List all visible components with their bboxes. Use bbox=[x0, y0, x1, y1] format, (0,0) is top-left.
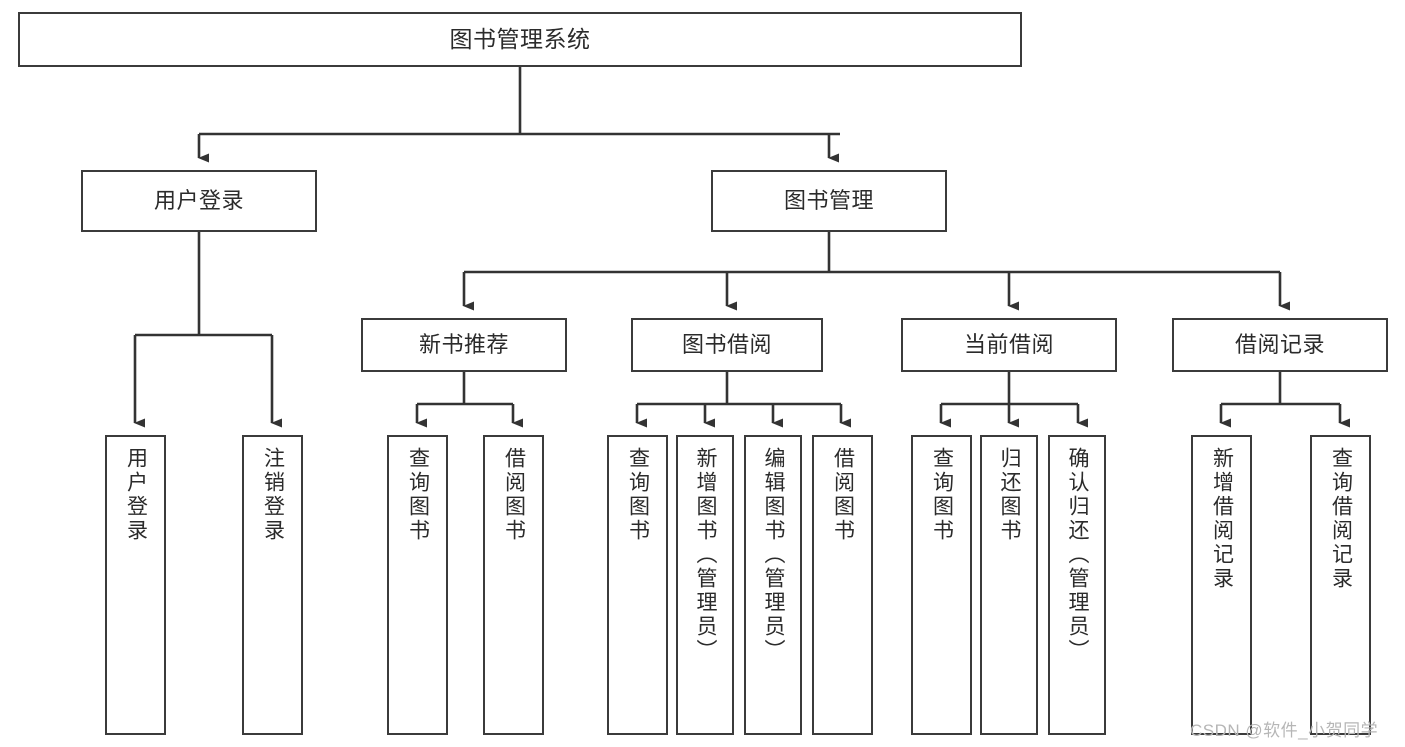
node-current-borrow[interactable]: 当前借阅 bbox=[901, 318, 1117, 372]
node-leaf-confirm-return-admin[interactable]: 确认归还（管理员） bbox=[1048, 435, 1106, 735]
node-label: 注销登录 bbox=[261, 447, 285, 543]
node-label: 当前借阅 bbox=[963, 331, 1054, 357]
node-book-management[interactable]: 图书管理 bbox=[711, 170, 947, 232]
node-label: 图书借阅 bbox=[681, 331, 772, 357]
node-leaf-borrow-book[interactable]: 借阅图书 bbox=[812, 435, 873, 735]
node-new-book-recommend[interactable]: 新书推荐 bbox=[361, 318, 567, 372]
csdn-watermark: CSDN @软件_小贺同学 bbox=[1190, 721, 1379, 740]
node-leaf-edit-book-admin[interactable]: 编辑图书（管理员） bbox=[744, 435, 802, 735]
node-root-book-management-system[interactable]: 图书管理系统 bbox=[18, 12, 1022, 67]
node-leaf-user-login[interactable]: 用户登录 bbox=[105, 435, 166, 735]
node-label: 编辑图书（管理员） bbox=[762, 447, 786, 663]
node-leaf-add-book-admin[interactable]: 新增图书（管理员） bbox=[676, 435, 734, 735]
node-label: 查询图书 bbox=[406, 447, 430, 543]
node-leaf-query-borrow-record[interactable]: 查询借阅记录 bbox=[1310, 435, 1371, 735]
node-book-borrow[interactable]: 图书借阅 bbox=[631, 318, 823, 372]
node-user-login[interactable]: 用户登录 bbox=[81, 170, 317, 232]
node-label: 新增借阅记录 bbox=[1210, 447, 1234, 591]
node-label: 查询图书 bbox=[626, 447, 650, 543]
node-label: 新增图书（管理员） bbox=[694, 447, 718, 663]
node-label: 确认归还（管理员） bbox=[1066, 447, 1090, 663]
node-leaf-query-book-borrow[interactable]: 查询图书 bbox=[607, 435, 668, 735]
node-leaf-query-book-recommend[interactable]: 查询图书 bbox=[387, 435, 448, 735]
node-leaf-return-book[interactable]: 归还图书 bbox=[980, 435, 1038, 735]
node-label: 借阅记录 bbox=[1234, 331, 1325, 357]
node-label: 图书管理系统 bbox=[449, 25, 591, 52]
node-label: 借阅图书 bbox=[831, 447, 855, 543]
node-label: 用户登录 bbox=[153, 187, 244, 213]
node-label: 查询借阅记录 bbox=[1329, 447, 1353, 591]
node-leaf-borrow-book-recommend[interactable]: 借阅图书 bbox=[483, 435, 544, 735]
node-label: 新书推荐 bbox=[418, 331, 509, 357]
node-label: 图书管理 bbox=[783, 187, 874, 213]
node-label: 借阅图书 bbox=[502, 447, 526, 543]
node-label: 查询图书 bbox=[930, 447, 954, 543]
node-label: 归还图书 bbox=[998, 447, 1022, 543]
node-leaf-query-book-current[interactable]: 查询图书 bbox=[911, 435, 972, 735]
node-leaf-add-borrow-record[interactable]: 新增借阅记录 bbox=[1191, 435, 1252, 735]
node-borrow-record[interactable]: 借阅记录 bbox=[1172, 318, 1388, 372]
node-label: 用户登录 bbox=[124, 447, 148, 543]
node-leaf-logout[interactable]: 注销登录 bbox=[242, 435, 303, 735]
